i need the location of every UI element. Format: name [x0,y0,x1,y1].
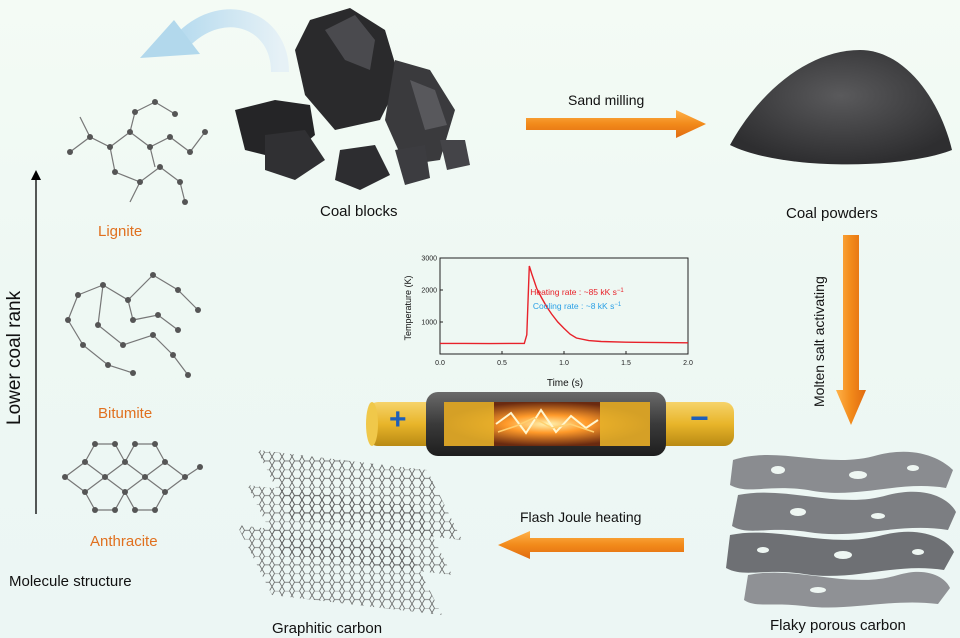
coal-rank-axis-arrow [31,170,41,514]
chart-y-tick-label: 1000 [421,320,437,327]
temperature-chart: Temperature (K) Time (s) 0.0 0.5 1.0 1.5 2.0… [388,246,708,396]
graphitic-carbon-label: Graphitic carbon [272,620,383,637]
sand-milling-label: Sand milling [568,92,645,108]
chart-x-tick-label: 2.0 [683,360,693,367]
coal-blocks-image [235,8,470,190]
lignite-molecule-image [67,99,208,205]
chart-x-tick-label: 1.5 [621,360,631,367]
molecule-label-lignite: Lignite [98,223,143,240]
molten-salt-arrow-icon [836,235,866,425]
chart-x-tick-label: 1.0 [559,360,569,367]
temperature-chart-svg: Temperature (K) Time (s) 0.0 0.5 1.0 1.5 2.0… [403,256,693,390]
anthracite-molecule-image [62,441,203,513]
chart-annotation: Cooling rate : ~8 kK s−1 [533,301,622,311]
lower-coal-rank-label: Lower coal rank [4,290,25,425]
coal-powders-image [730,50,952,165]
chart-x-tick-label: 0.0 [435,360,445,367]
negative-electrode-label: − [690,400,709,436]
chart-annotation: Heating rate : ~85 kK s−1 [530,287,624,297]
flaky-porous-carbon-image [726,451,956,608]
flaky-porous-carbon-label: Flaky porous carbon [770,617,906,634]
positive-electrode-label: + [389,403,407,436]
chart-y-tick-label: 2000 [421,288,437,295]
electrode-cylinder-image [366,392,734,456]
molecule-label-bitumite: Bitumite [98,405,153,422]
bitumite-molecule-image [65,272,201,378]
coal-powders-label: Coal powders [786,205,878,222]
coal-blocks-label: Coal blocks [320,203,398,220]
chart-x-tick-label: 0.5 [497,360,507,367]
sand-milling-arrow-icon [526,110,706,138]
chart-x-axis-label: Time (s) [547,378,583,389]
molecule-label-anthracite: Anthracite [90,533,158,550]
chart-y-tick-label: 3000 [421,256,437,263]
molecule-structure-label: Molecule structure [9,573,132,590]
chart-y-axis-label: Temperature (K) [403,275,413,340]
chart-series-line [440,265,689,345]
curved-arrow-icon [140,9,289,73]
molten-salt-label: Molten salt activating [811,276,827,407]
flash-joule-heating-label: Flash Joule heating [520,509,642,525]
graphitic-carbon-image [237,450,462,615]
flash-joule-arrow-icon [498,531,684,559]
